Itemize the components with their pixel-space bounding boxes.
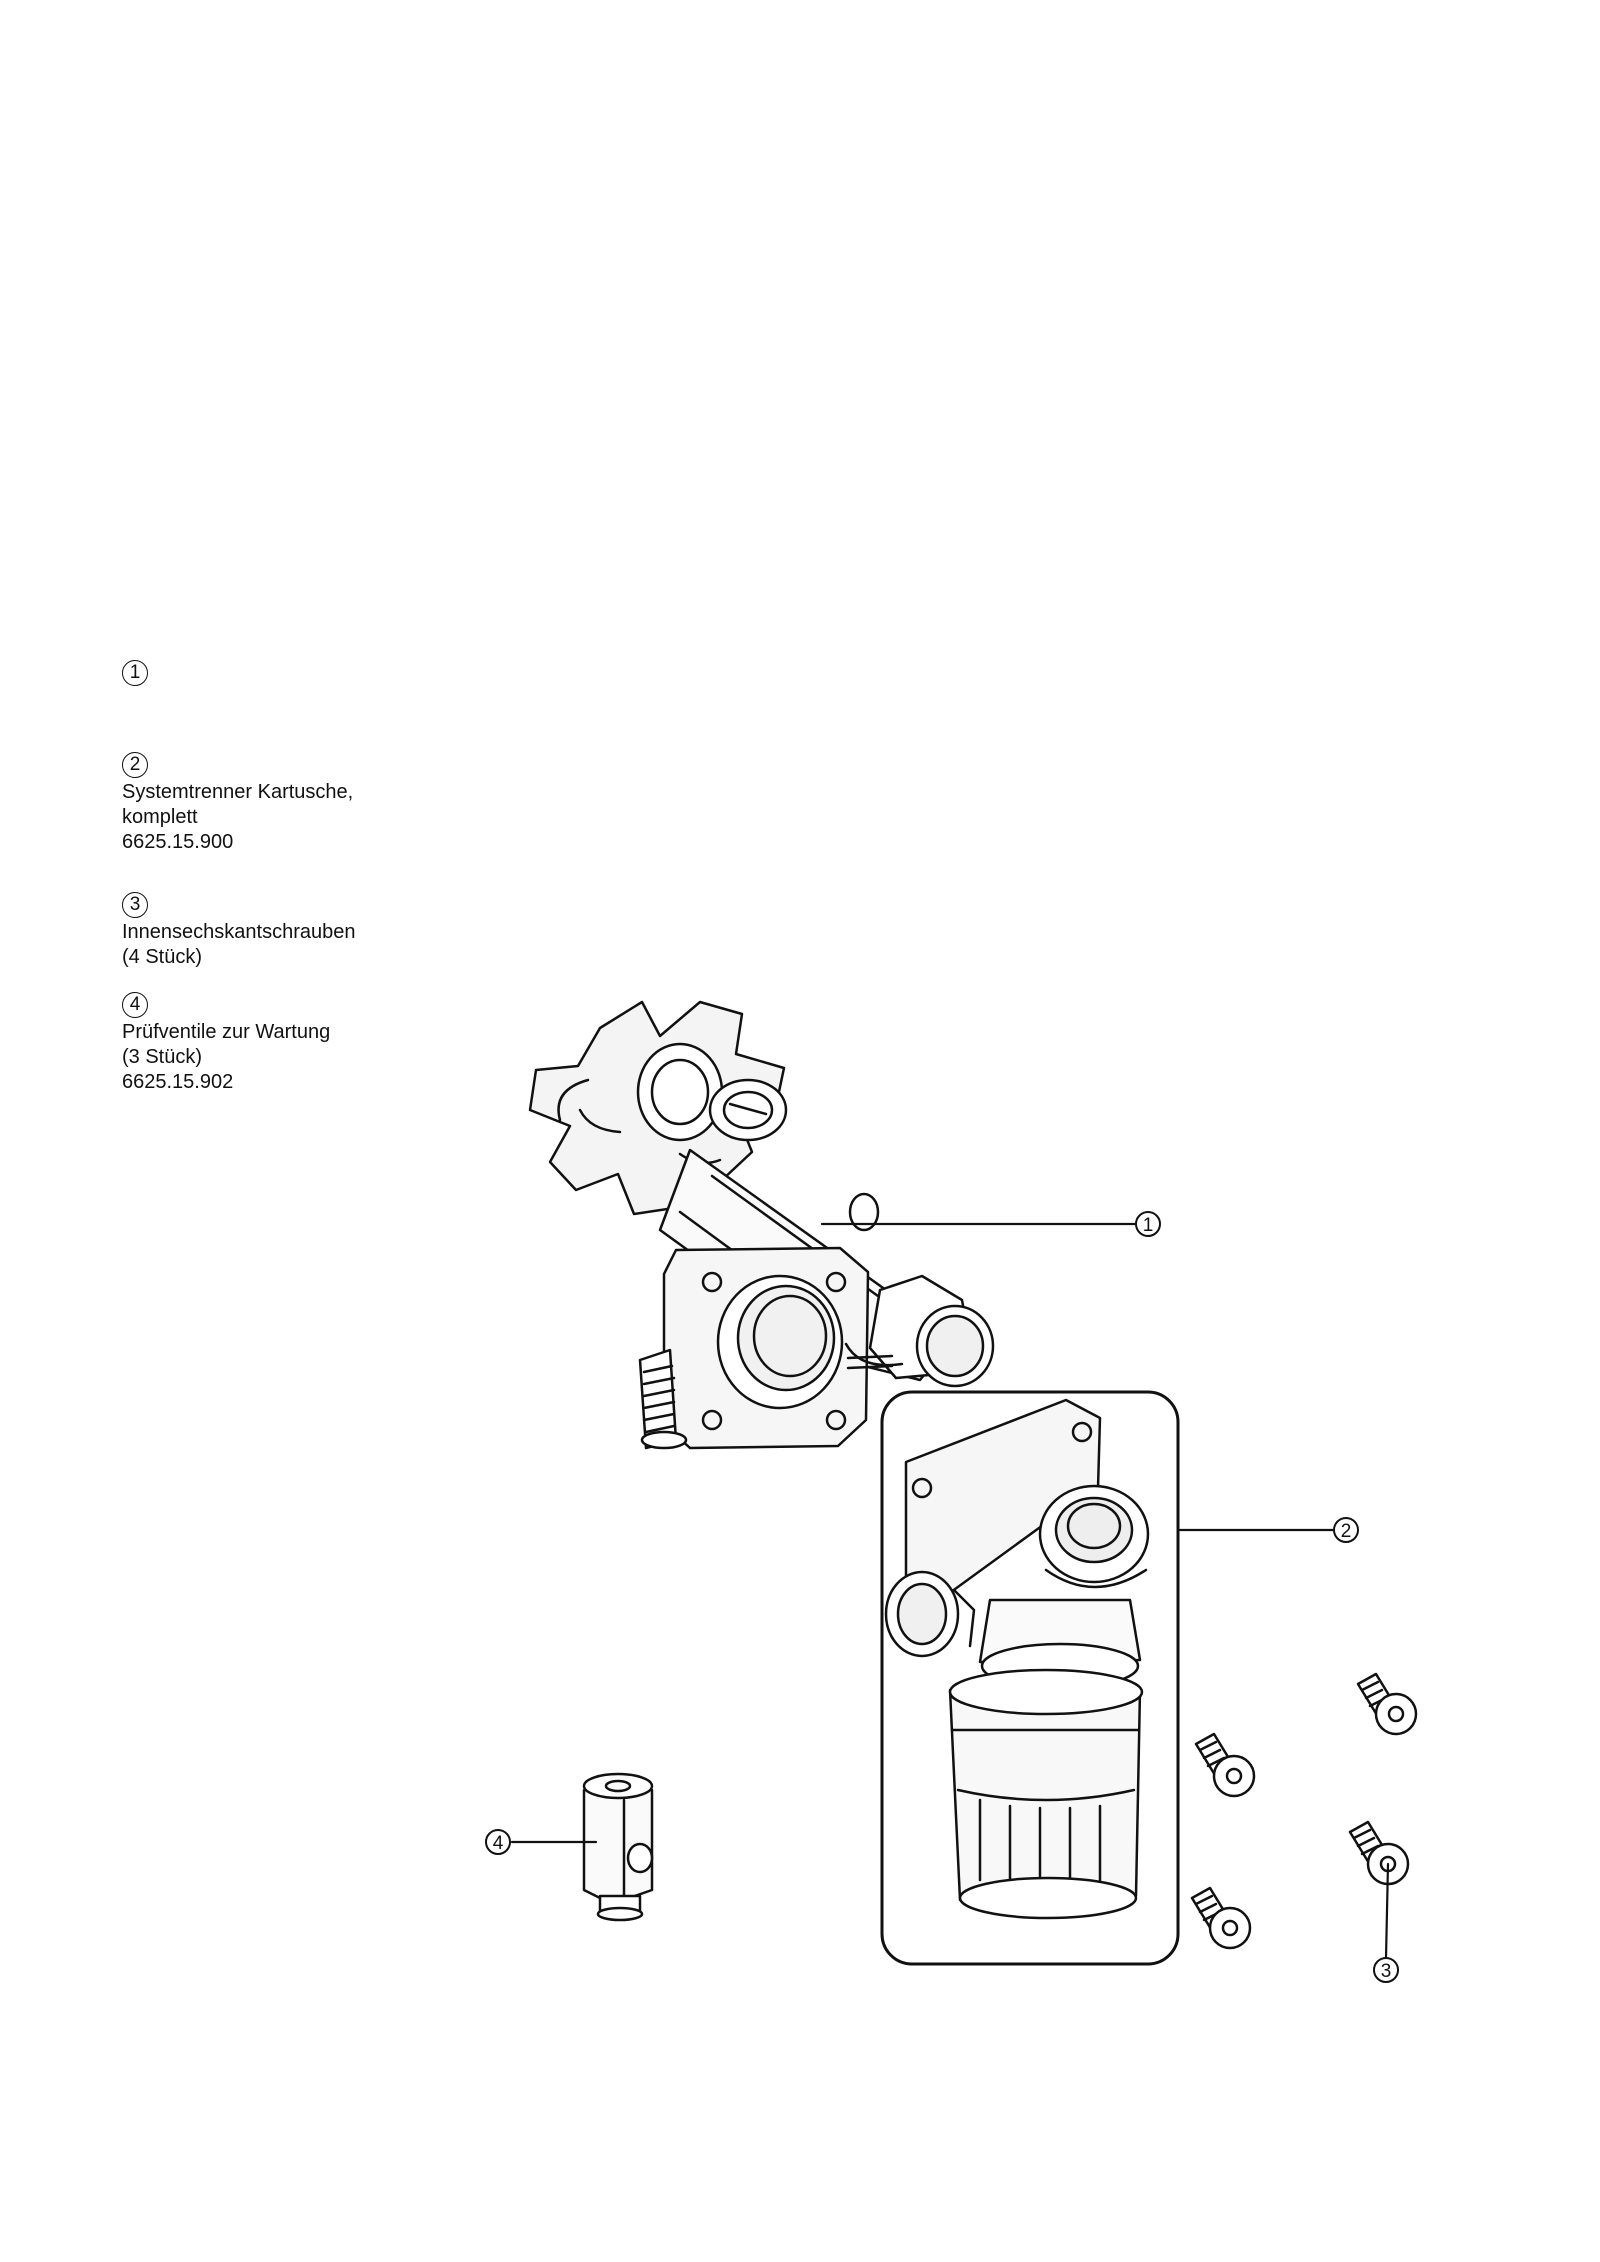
callout-1-label: 1 (1143, 1215, 1154, 1236)
screw-icon (1194, 1732, 1256, 1798)
screw-icon (1348, 1820, 1410, 1886)
legend-text-4-line-2: (3 Stück) (122, 1046, 203, 1068)
screw-icon (1190, 1886, 1252, 1950)
callout-2-label: 2 (1341, 1521, 1352, 1542)
screw-icon (1356, 1672, 1418, 1736)
callout-2: 2 (1333, 1517, 1359, 1543)
cartridge-frame (880, 1390, 1180, 1966)
callout-3: 3 (1373, 1957, 1399, 1983)
handwheel-icon (528, 1000, 786, 1216)
legend-item-2: 2 Systemtrenner Kartusche, komplett 6625… (122, 752, 353, 855)
test-valve-part (510, 1772, 654, 1922)
legend-text-2-line-3: 6625.15.900 (122, 831, 234, 853)
callout-1: 1 (1135, 1211, 1161, 1237)
cartridge-part (880, 1390, 1336, 1966)
outlet-nut (868, 1274, 995, 1388)
legend-text-3-line-1: Innensechskantschrauben (122, 921, 356, 943)
flange (662, 1246, 870, 1450)
legend-text-4-line-3: 6625.15.902 (122, 1071, 234, 1093)
legend-number-1: 1 (122, 660, 148, 686)
legend-text-3: Innensechskantschrauben (4 Stück) (122, 920, 356, 970)
screws-part (1190, 1672, 1418, 1960)
legend-number-2: 2 (122, 752, 148, 778)
callout-4: 4 (485, 1829, 511, 1855)
legend-text-2-line-2: komplett (122, 806, 198, 828)
legend-item-1: 1 (122, 660, 148, 686)
legend-text-3-line-2: (4 Stück) (122, 946, 203, 968)
legend-text-2-line-1: Systemtrenner Kartusche, (122, 781, 354, 803)
legend-item-4: 4 Prüfventile zur Wartung (3 Stück) 6625… (122, 992, 330, 1095)
callout-3-label: 3 (1381, 1961, 1392, 1982)
legend-text-4-line-1: Prüfventile zur Wartung (122, 1021, 331, 1043)
legend-number-3: 3 (122, 892, 148, 918)
threaded-inlet (638, 1348, 688, 1450)
legend-number-4: 4 (122, 992, 148, 1018)
callout-4-label: 4 (493, 1833, 504, 1854)
legend-text-2: Systemtrenner Kartusche, komplett 6625.1… (122, 780, 353, 855)
legend-text-4: Prüfventile zur Wartung (3 Stück) 6625.1… (122, 1020, 330, 1095)
legend-item-3: 3 Innensechskantschrauben (4 Stück) (122, 892, 356, 970)
valve-body-part (528, 1000, 1138, 1450)
